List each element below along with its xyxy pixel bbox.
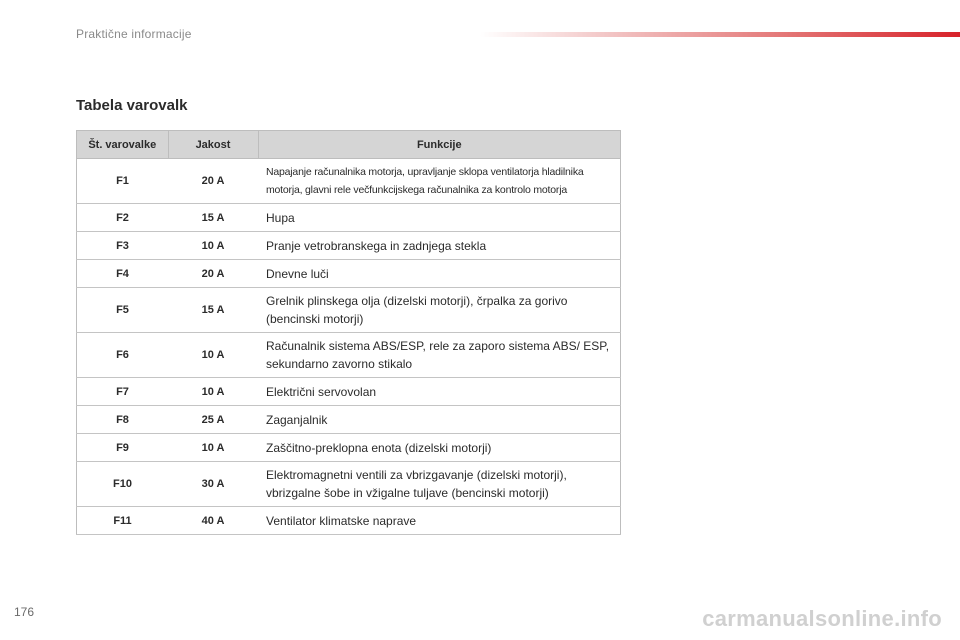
fuse-number: F6: [76, 332, 168, 378]
fuse-number: F2: [76, 203, 168, 232]
fuse-function: Grelnik plinskega olja (dizelski motorji…: [258, 287, 621, 333]
fuse-function: Dnevne luči: [258, 259, 621, 288]
table-row: F4 20 A Dnevne luči: [76, 259, 621, 288]
table-row: F11 40 A Ventilator klimatske naprave: [76, 506, 621, 535]
fuse-number: F1: [76, 158, 168, 204]
fuse-number: F8: [76, 405, 168, 434]
fuse-rating: 15 A: [168, 287, 258, 333]
fuse-function: Ventilator klimatske naprave: [258, 506, 621, 535]
fuse-rating: 40 A: [168, 506, 258, 535]
fuse-number: F4: [76, 259, 168, 288]
fuse-number: F5: [76, 287, 168, 333]
watermark: carmanualsonline.info: [702, 606, 942, 631]
running-header: Praktične informacije: [76, 27, 192, 41]
fuse-number: F11: [76, 506, 168, 535]
fuse-function: Elektromagnetni ventili za vbrizgavanje …: [258, 461, 621, 507]
fuse-number: F3: [76, 231, 168, 260]
fuse-table: Št. varovalke Jakost Funkcije F1 20 A Na…: [76, 130, 621, 535]
column-header-fuse-number: Št. varovalke: [76, 130, 169, 159]
page-number: 176: [14, 605, 35, 619]
fuse-function: Pranje vetrobranskega in zadnjega stekla: [258, 231, 621, 260]
fuse-rating: 25 A: [168, 405, 258, 434]
fuse-rating: 10 A: [168, 433, 258, 462]
table-row: F10 30 A Elektromagnetni ventili za vbri…: [76, 461, 621, 507]
table-header-row: Št. varovalke Jakost Funkcije: [76, 130, 621, 159]
fuse-function: Računalnik sistema ABS/ESP, rele za zapo…: [258, 332, 621, 378]
header-accent-bar: [480, 32, 960, 37]
table-row: F9 10 A Zaščitno-preklopna enota (dizels…: [76, 433, 621, 462]
table-row: F2 15 A Hupa: [76, 203, 621, 232]
table-row: F7 10 A Električni servovolan: [76, 377, 621, 406]
table-row: F1 20 A Napajanje računalnika motorja, u…: [76, 158, 621, 204]
column-header-rating: Jakost: [167, 130, 259, 159]
fuse-number: F7: [76, 377, 168, 406]
table-row: F6 10 A Računalnik sistema ABS/ESP, rele…: [76, 332, 621, 378]
table-row: F8 25 A Zaganjalnik: [76, 405, 621, 434]
fuse-number: F10: [76, 461, 168, 507]
fuse-function: Zaščitno-preklopna enota (dizelski motor…: [258, 433, 621, 462]
column-header-functions: Funkcije: [257, 130, 621, 159]
section-title: Tabela varovalk: [76, 97, 188, 114]
fuse-function: Napajanje računalnika motorja, upravljan…: [258, 158, 621, 204]
fuse-rating: 10 A: [168, 332, 258, 378]
fuse-rating: 10 A: [168, 377, 258, 406]
table-row: F5 15 A Grelnik plinskega olja (dizelski…: [76, 287, 621, 333]
fuse-function: Električni servovolan: [258, 377, 621, 406]
fuse-function: Hupa: [258, 203, 621, 232]
fuse-rating: 30 A: [168, 461, 258, 507]
fuse-rating: 10 A: [168, 231, 258, 260]
fuse-number: F9: [76, 433, 168, 462]
table-row: F3 10 A Pranje vetrobranskega in zadnjeg…: [76, 231, 621, 260]
fuse-rating: 20 A: [168, 158, 258, 204]
fuse-function: Zaganjalnik: [258, 405, 621, 434]
fuse-rating: 20 A: [168, 259, 258, 288]
fuse-rating: 15 A: [168, 203, 258, 232]
